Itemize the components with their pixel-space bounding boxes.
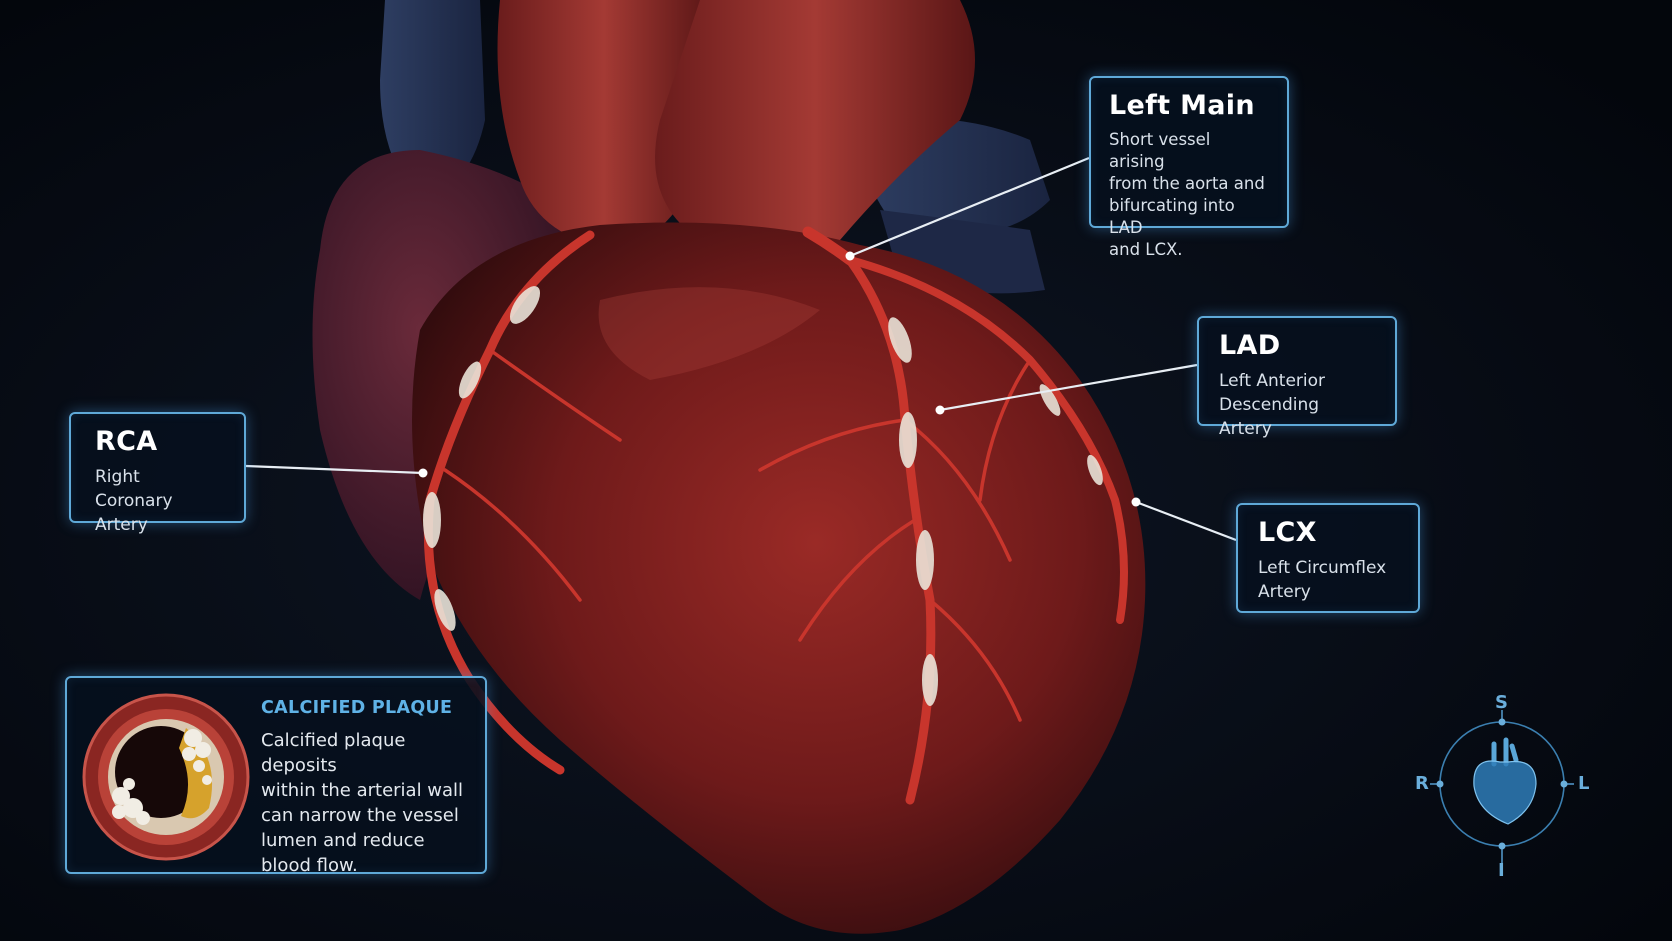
leader-dots: [418, 251, 1141, 507]
pulmonary-trunk: [655, 0, 975, 255]
callout-title: RCA: [95, 426, 158, 457]
orientation-left: L: [1578, 773, 1590, 794]
artery-cross-section-icon: [82, 693, 250, 861]
desc-line: blood flow.: [261, 855, 358, 876]
callout-lad: LAD Left Anterior Descending Artery: [1197, 316, 1397, 439]
orientation-superior: S: [1495, 692, 1508, 713]
leader-lines: [245, 156, 1237, 542]
callout-desc: Left Anterior Descending Artery: [1219, 369, 1375, 441]
callout-desc: Left Circumflex Artery: [1258, 556, 1398, 604]
desc-line: from the aorta and: [1109, 174, 1265, 193]
desc-line: can narrow the vessel: [261, 805, 459, 826]
desc-line: within the arterial wall: [261, 780, 464, 801]
orientation-right: R: [1415, 773, 1429, 794]
callout-lcx: LCX Left Circumflex Artery: [1236, 503, 1420, 613]
aorta: [497, 0, 710, 250]
callout-desc: Short vessel arising from the aorta and …: [1109, 129, 1269, 261]
leader-line-lad: [939, 363, 1198, 412]
desc-line: Artery: [95, 515, 148, 535]
lad-vessel: [845, 255, 936, 805]
callout-title: LAD: [1219, 330, 1281, 361]
orientation-inferior: I: [1498, 860, 1505, 881]
desc-line: Left Anterior: [1219, 371, 1326, 391]
callout-left-main: Left Main Short vessel arising from the …: [1089, 76, 1289, 259]
orientation-compass: [1430, 710, 1574, 874]
lcx-vessel: [846, 256, 1128, 624]
callout-title: Left Main: [1109, 90, 1255, 121]
artery-branch: [443, 348, 1032, 722]
desc-line: Right Coronary: [95, 467, 173, 511]
desc-line: Left Circumflex: [1258, 558, 1387, 578]
plaque-info-panel: CALCIFIED PLAQUE Calcified plaque deposi…: [65, 676, 487, 876]
leader-line-lcx: [1135, 500, 1237, 542]
ventricle-highlight: [598, 287, 820, 380]
leader-line-rca: [245, 464, 424, 475]
desc-line: Short vessel arising: [1109, 130, 1211, 171]
superior-vena-cava: [380, 0, 485, 200]
desc-line: Descending Artery: [1219, 395, 1320, 439]
desc-line: Calcified plaque deposits: [261, 730, 406, 776]
desc-line: lumen and reduce: [261, 830, 425, 851]
plaque-desc: Calcified plaque deposits within the art…: [261, 728, 481, 878]
callout-rca: RCA Right Coronary Artery: [69, 412, 246, 535]
ventricles: [412, 222, 1146, 934]
callout-desc: Right Coronary Artery: [95, 465, 220, 537]
desc-line: Artery: [1258, 582, 1311, 602]
desc-line: bifurcating into LAD: [1109, 196, 1235, 237]
leader-line-left-main: [849, 156, 1090, 258]
heart-icon: [1473, 737, 1537, 825]
desc-line: and LCX.: [1109, 240, 1183, 259]
plaque-deposits: [423, 286, 1103, 706]
callout-title: LCX: [1258, 517, 1317, 548]
plaque-title: CALCIFIED PLAQUE: [261, 698, 453, 718]
